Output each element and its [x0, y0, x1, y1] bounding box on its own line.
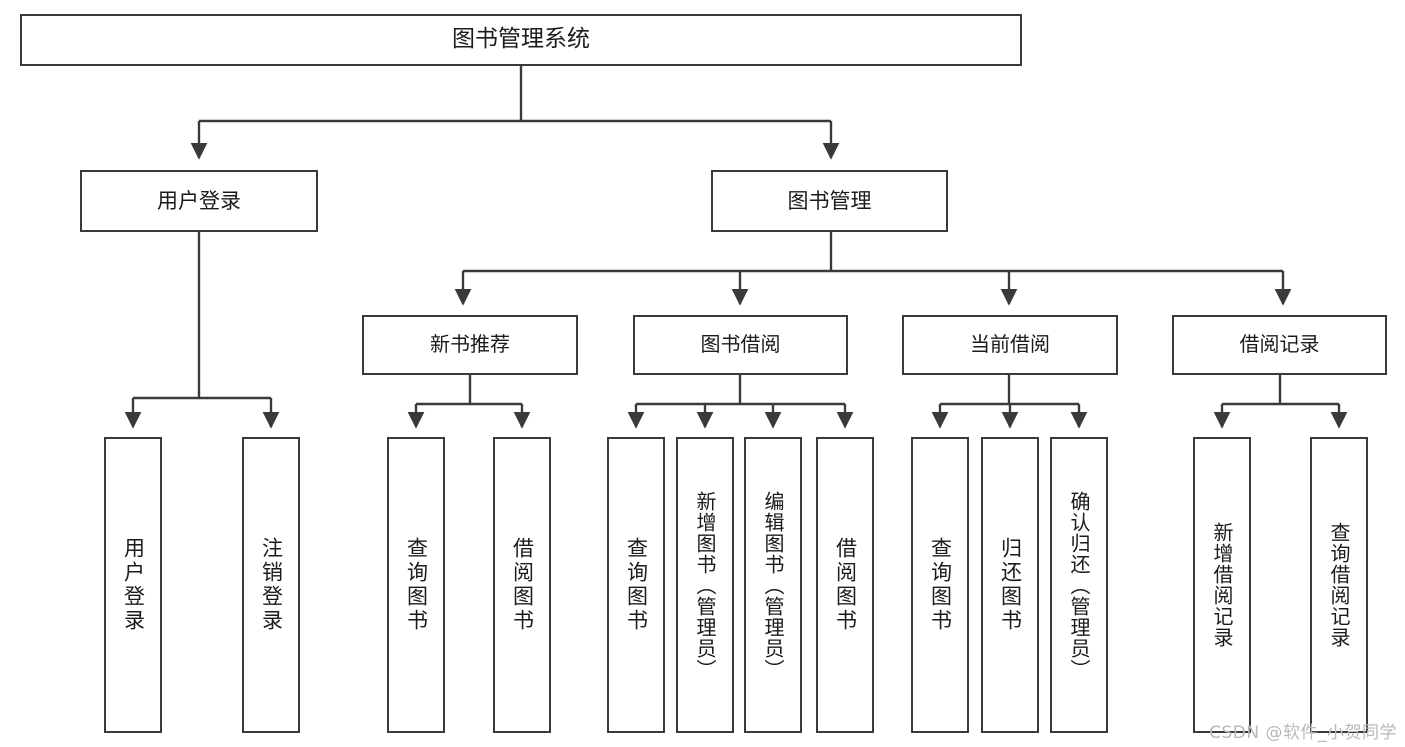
node-borrow-record[interactable]: 借阅记录 — [1172, 315, 1387, 375]
node-new-book-recommend-label: 新书推荐 — [430, 332, 510, 357]
csdn-watermark: CSDN @软件_小贺同学 — [1209, 723, 1397, 743]
node-borrow-record-label: 借阅记录 — [1239, 332, 1320, 357]
leaf-query-book-borrow[interactable]: 查询图书 — [607, 437, 665, 733]
leaf-borrow-book-recommend[interactable]: 借阅图书 — [493, 437, 551, 733]
node-user-login[interactable]: 用户登录 — [80, 170, 318, 232]
leaf-logout-label: 注销登录 — [259, 537, 284, 633]
leaf-borrow-book-label: 借阅图书 — [833, 537, 858, 633]
leaf-user-login-label: 用户登录 — [121, 537, 146, 633]
leaf-return-book-label: 归还图书 — [998, 537, 1023, 633]
leaf-query-book-borrow-label: 查询图书 — [624, 537, 649, 633]
node-current-borrow[interactable]: 当前借阅 — [902, 315, 1118, 375]
leaf-add-book-admin-label: 新增图书（管理员） — [693, 490, 717, 680]
node-user-login-label: 用户登录 — [157, 188, 241, 213]
leaf-query-borrow-record[interactable]: 查询借阅记录 — [1310, 437, 1368, 733]
leaf-query-book-current[interactable]: 查询图书 — [911, 437, 969, 733]
leaf-return-book[interactable]: 归还图书 — [981, 437, 1039, 733]
leaf-query-book-recommend[interactable]: 查询图书 — [387, 437, 445, 733]
leaf-confirm-return-admin-label: 确认归还（管理员） — [1067, 490, 1091, 680]
node-new-book-recommend[interactable]: 新书推荐 — [362, 315, 578, 375]
node-root-label: 图书管理系统 — [452, 26, 590, 53]
leaf-add-book-admin[interactable]: 新增图书（管理员） — [676, 437, 734, 733]
node-book-management-label: 图书管理 — [787, 188, 872, 213]
node-root[interactable]: 图书管理系统 — [20, 14, 1022, 66]
leaf-edit-book-admin[interactable]: 编辑图书（管理员） — [744, 437, 802, 733]
leaf-confirm-return-admin[interactable]: 确认归还（管理员） — [1050, 437, 1108, 733]
leaf-edit-book-admin-label: 编辑图书（管理员） — [761, 490, 785, 680]
node-book-management[interactable]: 图书管理 — [711, 170, 948, 232]
leaf-add-borrow-record-label: 新增借阅记录 — [1210, 522, 1234, 648]
node-book-borrow[interactable]: 图书借阅 — [633, 315, 848, 375]
leaf-query-book-recommend-label: 查询图书 — [404, 537, 429, 633]
leaf-borrow-book[interactable]: 借阅图书 — [816, 437, 874, 733]
leaf-add-borrow-record[interactable]: 新增借阅记录 — [1193, 437, 1251, 733]
node-book-borrow-label: 图书借阅 — [700, 332, 781, 357]
leaf-logout[interactable]: 注销登录 — [242, 437, 300, 733]
leaf-user-login[interactable]: 用户登录 — [104, 437, 162, 733]
leaf-borrow-book-recommend-label: 借阅图书 — [510, 537, 535, 633]
leaf-query-borrow-record-label: 查询借阅记录 — [1327, 522, 1351, 648]
leaf-query-book-current-label: 查询图书 — [928, 537, 953, 633]
node-current-borrow-label: 当前借阅 — [970, 332, 1050, 357]
